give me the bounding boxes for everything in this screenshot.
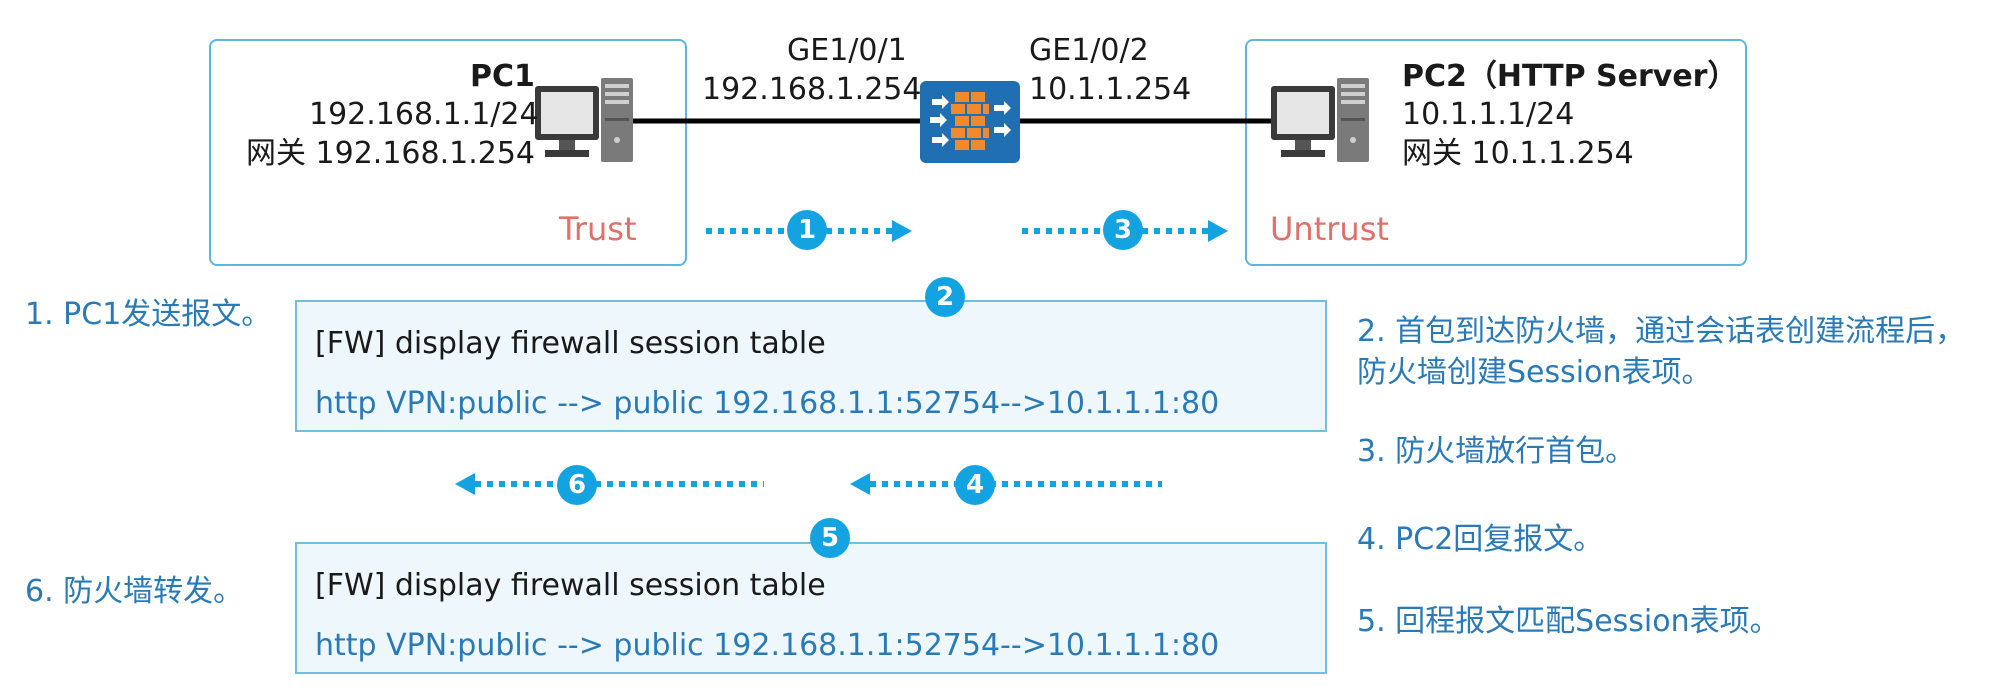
pc1-ip: 192.168.1.1/24: [309, 97, 539, 132]
step-text-6: 6. 防火墙转发。: [25, 574, 244, 609]
session-table-box-2: [FW] display firewall session table http…: [295, 542, 1327, 674]
if2-ip: 10.1.1.254: [1029, 72, 1192, 107]
session-entry-1: http VPN:public --> public 192.168.1.1:5…: [315, 386, 1220, 421]
session-entry-2: http VPN:public --> public 192.168.1.1:5…: [315, 628, 1220, 663]
if1-name: GE1/0/1: [787, 33, 907, 68]
flow-arrow-6: [455, 473, 764, 495]
flow-arrow-4: [850, 473, 1162, 495]
step-text-2-line2: 防火墙创建Session表项。: [1357, 355, 1712, 390]
step-badge-2: 2: [925, 277, 965, 317]
if2-name: GE1/0/2: [1029, 33, 1149, 68]
pc2-ip: 10.1.1.1/24: [1402, 97, 1575, 132]
pc2-gateway: 网关 10.1.1.254: [1402, 136, 1634, 171]
step-badge-5: 5: [810, 518, 850, 558]
untrust-zone-label: Untrust: [1270, 210, 1389, 248]
pc2-computer-icon: [1271, 78, 1369, 162]
step-text-2-line1: 2. 首包到达防火墙，通过会话表创建流程后，: [1357, 314, 1966, 349]
pc1-computer-icon: [535, 78, 633, 162]
pc1-gateway: 网关 192.168.1.254: [246, 136, 536, 171]
step-badge-1: 1: [787, 210, 827, 250]
flow-arrow-3: [1022, 220, 1228, 242]
step-text-4: 4. PC2回复报文。: [1357, 522, 1604, 557]
step-badge-4: 4: [955, 465, 995, 505]
step-badge-6: 6: [557, 465, 597, 505]
step-text-5: 5. 回程报文匹配Session表项。: [1357, 604, 1780, 639]
firewall-icon: [920, 81, 1020, 163]
session-command-2: [FW] display firewall session table: [315, 568, 826, 603]
flow-arrow-1: [706, 220, 912, 242]
if1-ip: 192.168.1.254: [702, 72, 922, 107]
step-badge-3: 3: [1103, 210, 1143, 250]
step-text-3: 3. 防火墙放行首包。: [1357, 434, 1636, 469]
session-table-box-1: [FW] display firewall session table http…: [295, 300, 1327, 432]
untrust-zone-box: [1245, 39, 1747, 266]
step-text-1: 1. PC1发送报文。: [25, 297, 272, 332]
pc2-name: PC2（HTTP Server）: [1402, 59, 1738, 94]
pc1-name: PC1: [470, 59, 535, 94]
session-command-1: [FW] display firewall session table: [315, 326, 826, 361]
trust-zone-label: Trust: [559, 210, 637, 248]
